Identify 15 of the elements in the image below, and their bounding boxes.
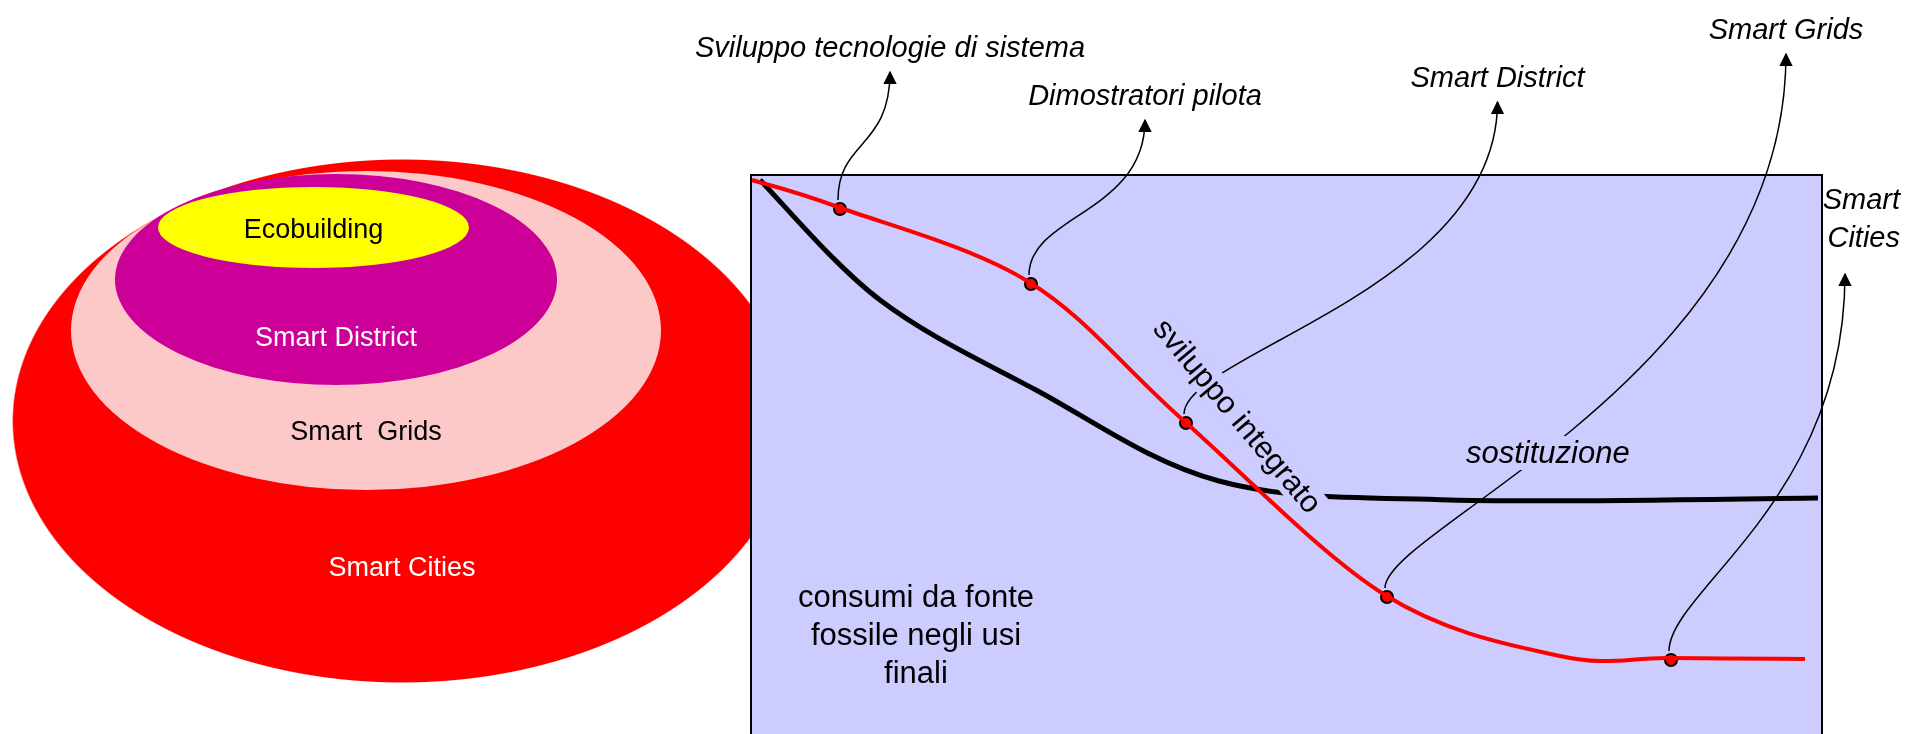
node-text: Smart Cities [327,551,477,584]
node-text: Ecobuilding [242,213,385,246]
node-text: Sviluppo tecnologie di sistema [693,30,1087,65]
node-text: Dimostratori pilota [1027,78,1263,113]
node-text: Smart District [254,321,418,354]
node-text: Smart Grids [1707,12,1865,47]
leader-arrow [837,70,897,201]
node-text: consumi da fonte fossile negli usi finali [796,578,1036,692]
node-text: Smart Cities [1821,182,1900,255]
leader-arrow [1384,52,1792,589]
leader-arrow [1028,118,1151,276]
leader-arrow [1183,100,1503,415]
node-text: Smart Grids [289,415,443,448]
node-text: Smart District [1409,60,1587,95]
leader-arrow [1668,272,1851,652]
